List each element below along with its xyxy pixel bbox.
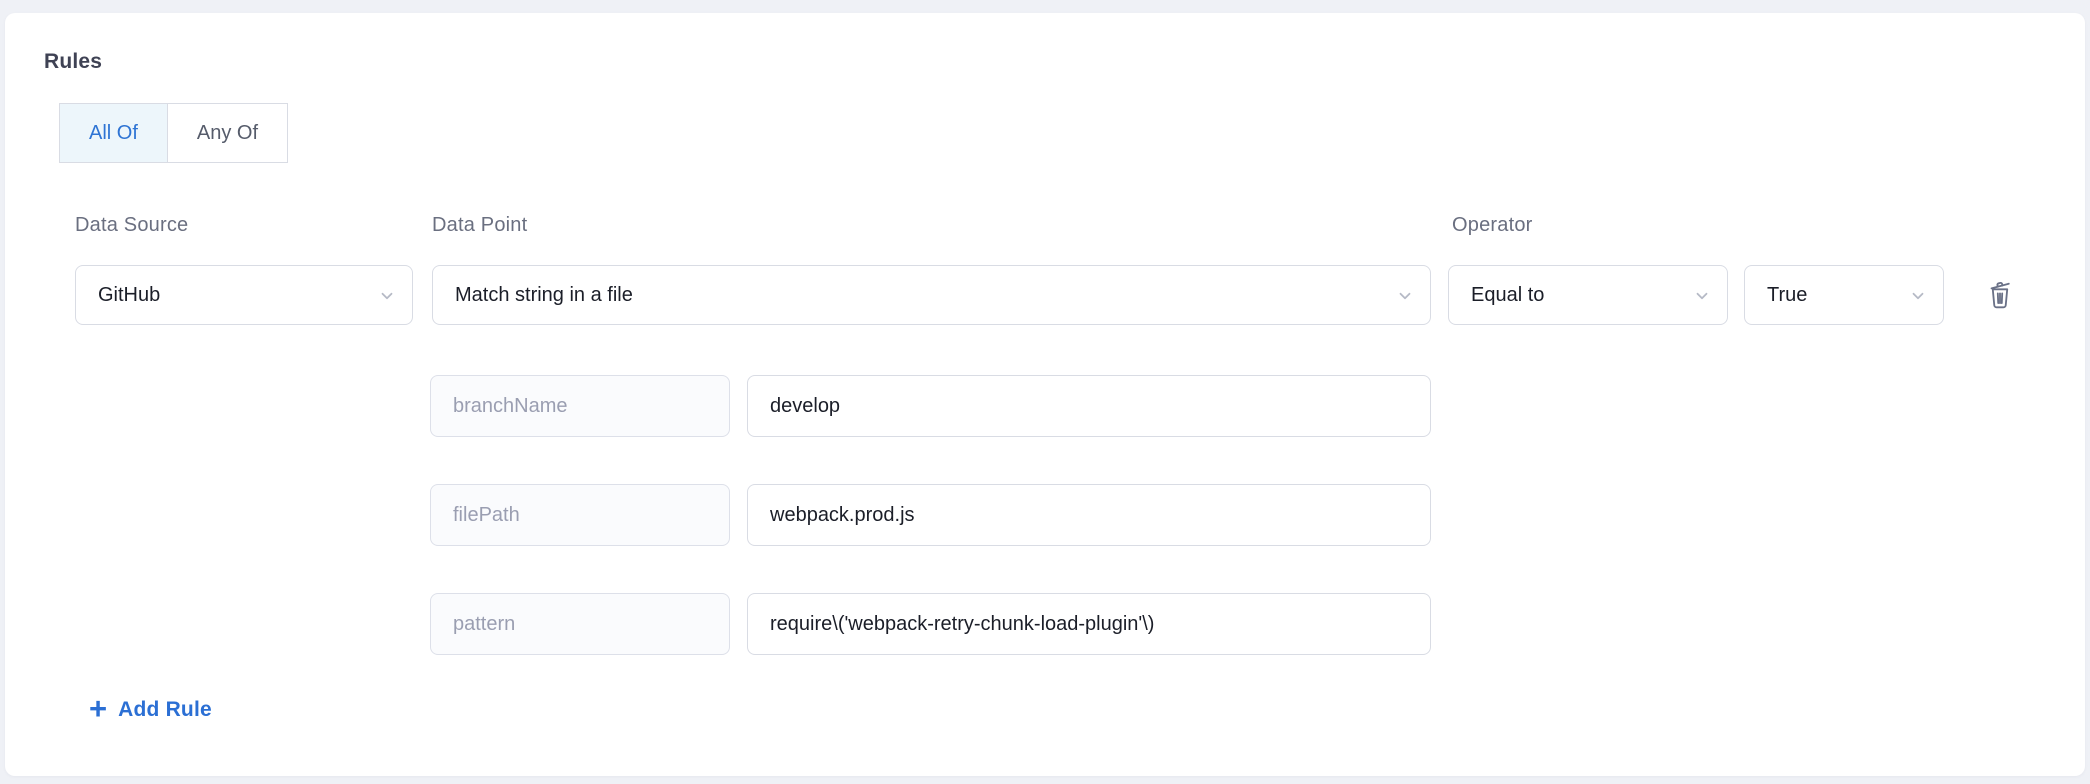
toggle-all-of[interactable]: All Of — [59, 103, 168, 163]
delete-rule-button[interactable] — [1977, 273, 2023, 317]
data-source-select[interactable]: GitHub — [75, 265, 413, 325]
operator-value: Equal to — [1471, 283, 1545, 306]
param-key-filepath — [430, 484, 730, 546]
param-key-pattern — [430, 593, 730, 655]
rules-section-title: Rules — [44, 50, 103, 73]
match-mode-toggle: All Of Any Of — [59, 103, 289, 163]
expected-value-select[interactable]: True — [1744, 265, 1944, 325]
param-value-pattern-input[interactable] — [747, 593, 1431, 655]
trash-icon — [1983, 277, 2017, 314]
add-rule-button[interactable]: + Add Rule — [89, 691, 212, 729]
plus-icon: + — [89, 690, 108, 726]
expected-value: True — [1767, 283, 1808, 306]
chevron-down-icon — [1693, 287, 1711, 311]
param-value-branchname-input[interactable] — [747, 375, 1431, 437]
data-source-label: Data Source — [75, 214, 189, 236]
data-point-select[interactable]: Match string in a file — [432, 265, 1431, 325]
data-point-value: Match string in a file — [455, 283, 633, 306]
chevron-down-icon — [1909, 287, 1927, 311]
add-rule-label: Add Rule — [118, 698, 212, 721]
operator-label: Operator — [1452, 214, 1533, 236]
data-source-value: GitHub — [98, 283, 161, 306]
toggle-any-of[interactable]: Any Of — [166, 103, 289, 163]
rules-panel: Rules All Of Any Of Data Source Data Poi… — [5, 13, 2085, 776]
param-value-filepath-input[interactable] — [747, 484, 1431, 546]
chevron-down-icon — [1396, 287, 1414, 311]
chevron-down-icon — [378, 287, 396, 311]
operator-select[interactable]: Equal to — [1448, 265, 1728, 325]
data-point-label: Data Point — [432, 214, 528, 236]
param-key-branchname — [430, 375, 730, 437]
